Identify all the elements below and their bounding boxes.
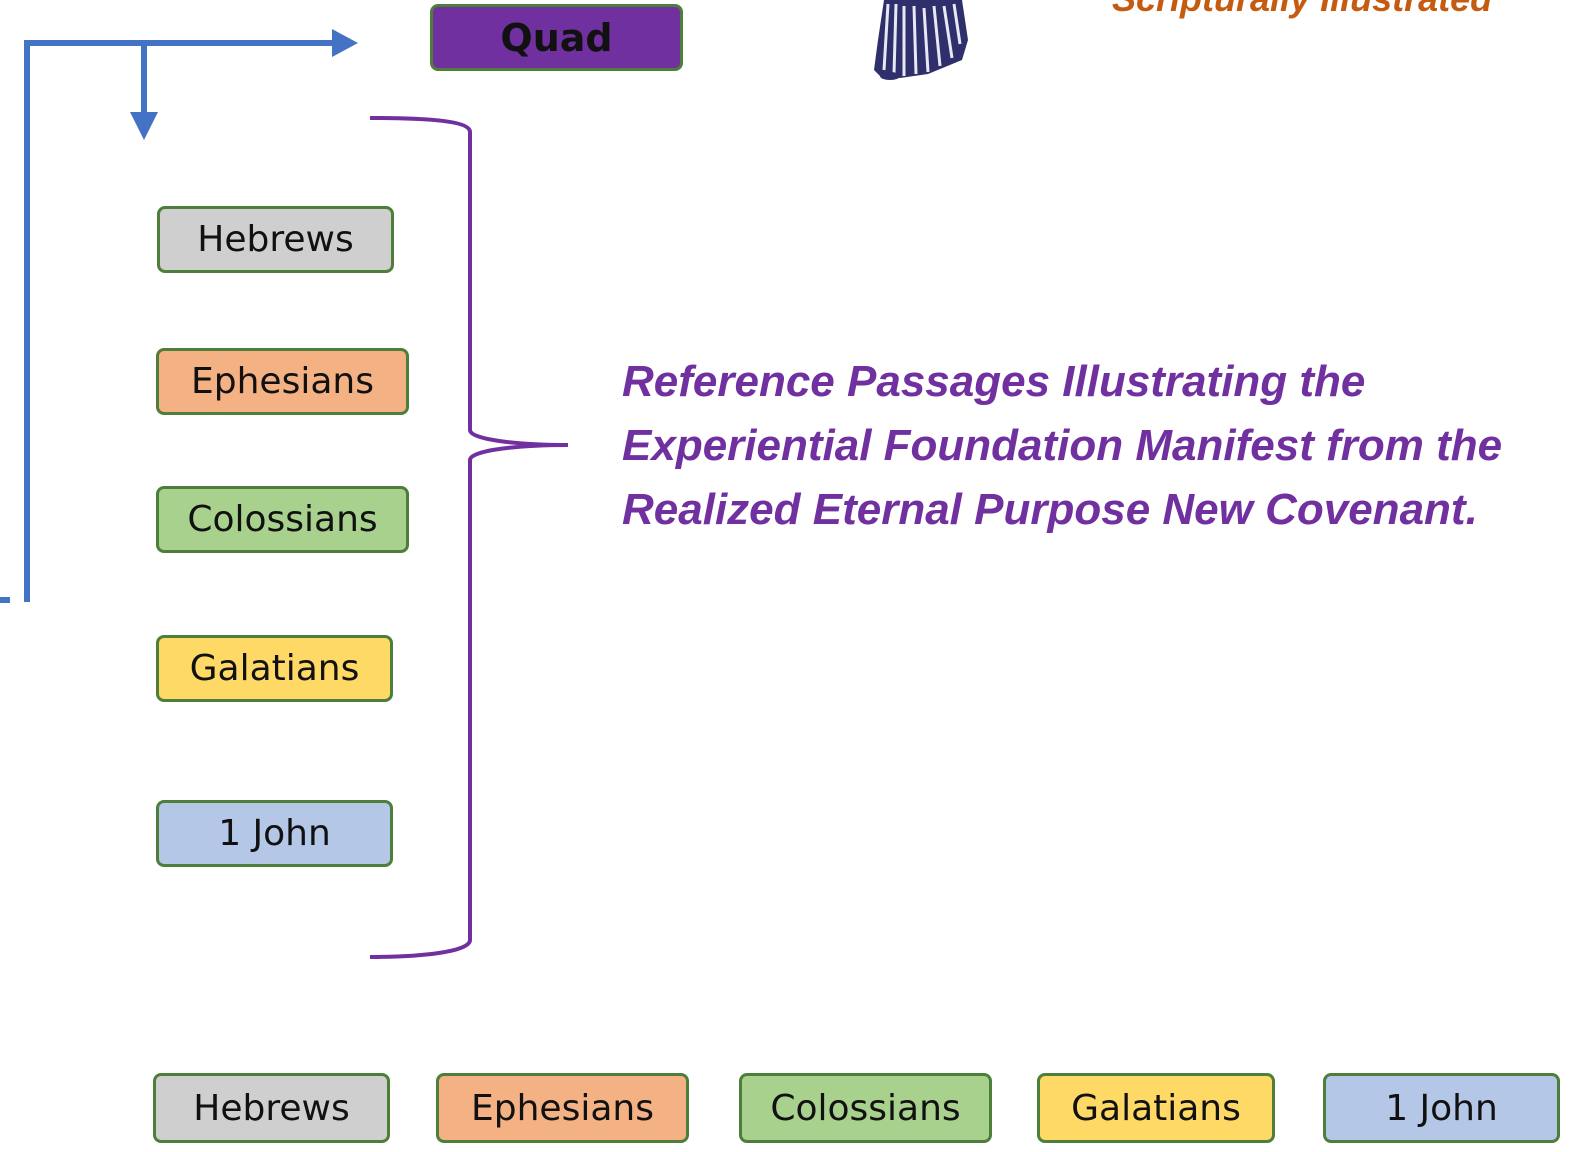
robed-figure-icon <box>874 0 968 80</box>
caption-line: Reference Passages Illustrating the <box>622 357 1366 406</box>
book-box-1-john[interactable]: 1 John <box>156 800 393 867</box>
caption-line: Realized Eternal Purpose New Covenant. <box>622 485 1478 534</box>
book-box-ephesians[interactable]: Ephesians <box>156 348 409 415</box>
curly-brace <box>369 116 569 959</box>
blue-elbow-connector <box>0 40 336 603</box>
arrowhead-down <box>130 112 158 140</box>
book-box-colossians[interactable]: Colossians <box>156 486 409 553</box>
subtitle-scripturally-illustrated: Scripturally Illustrated <box>1112 0 1492 20</box>
book-box-hebrews[interactable]: Hebrews <box>157 206 394 273</box>
book-box-ephesians[interactable]: Ephesians <box>436 1073 689 1143</box>
caption-line: Experiential Foundation Manifest from th… <box>622 421 1503 470</box>
arrowhead-right <box>332 29 358 57</box>
book-box-colossians[interactable]: Colossians <box>739 1073 992 1143</box>
quad-box[interactable]: Quad <box>430 4 683 71</box>
book-box-galatians[interactable]: Galatians <box>1037 1073 1275 1143</box>
book-box-hebrews[interactable]: Hebrews <box>153 1073 390 1143</box>
book-box-1-john[interactable]: 1 John <box>1323 1073 1560 1143</box>
caption-reference-passages: Reference Passages Illustrating the Expe… <box>622 350 1572 542</box>
book-box-galatians[interactable]: Galatians <box>156 635 393 702</box>
